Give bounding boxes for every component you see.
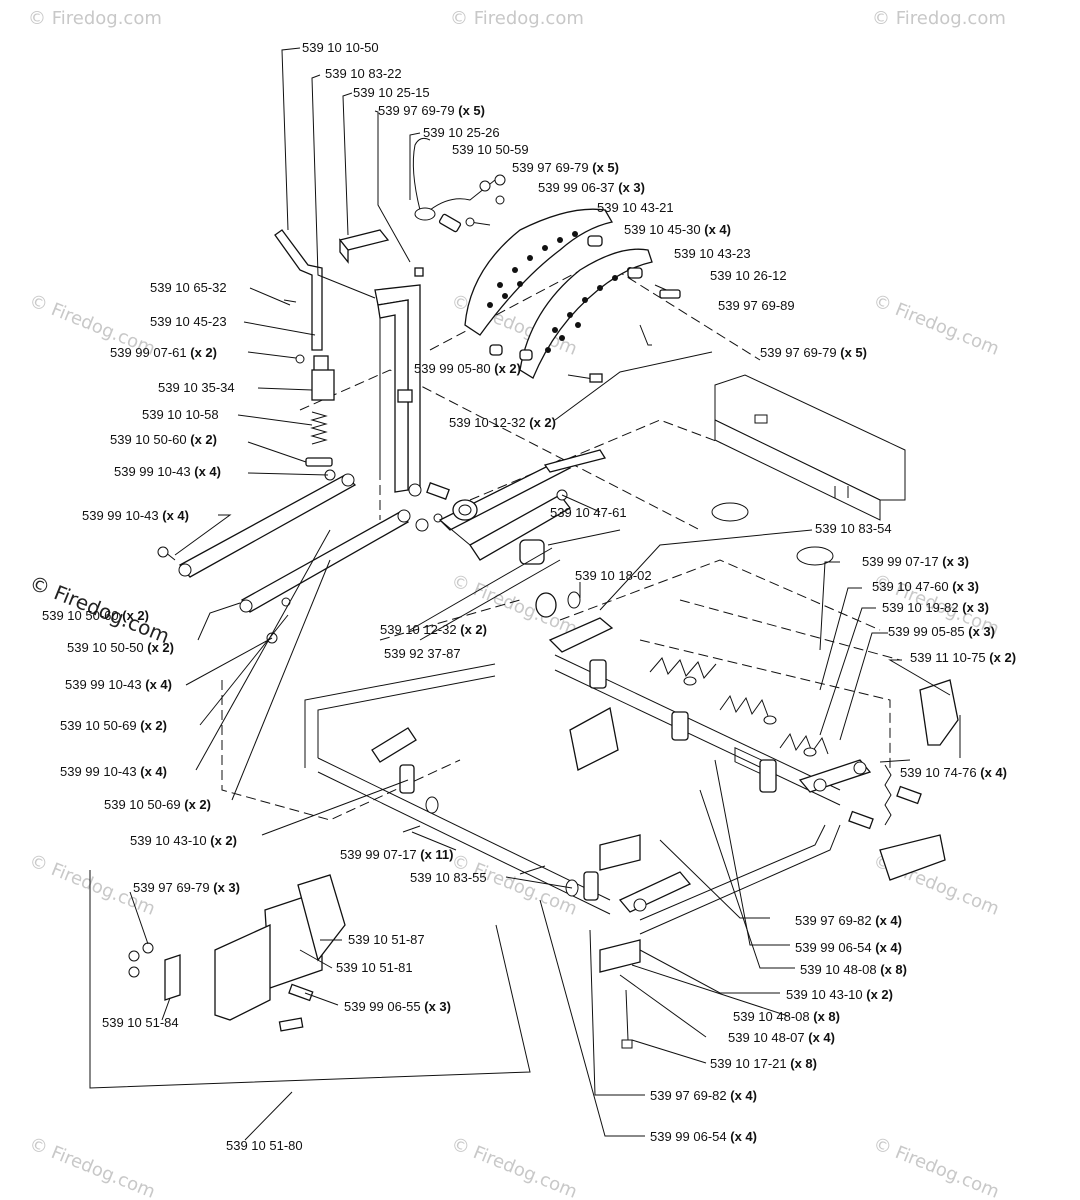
callout-label: 539 10 10-58	[142, 407, 219, 422]
callout-label: 539 10 35-34	[158, 380, 235, 395]
lower-axle	[304, 663, 841, 935]
callout-label: 539 99 10-43 (x 4)	[65, 677, 172, 692]
callout-label: 539 10 43-10 (x 2)	[130, 833, 237, 848]
callout-label: 539 10 83-54	[815, 521, 892, 536]
callout-label: 539 10 50-50 (x 2)	[67, 640, 174, 655]
callout-label: 539 10 50-60 (x 2)	[42, 608, 149, 623]
watermark: © Firedog.com	[26, 1133, 158, 1200]
callout-label: 539 92 37-87	[384, 646, 461, 661]
deck-height-plates	[464, 208, 681, 383]
callout-label: 539 10 51-80	[226, 1138, 303, 1153]
callout-label: 539 99 07-17 (x 11)	[340, 847, 454, 862]
callout-label: 539 97 69-79 (x 5)	[378, 103, 485, 118]
callout-labels: 539 10 10-50 539 10 83-22 539 10 25-15 5…	[42, 40, 1016, 1153]
callout-label: 539 97 69-79 (x 5)	[512, 160, 619, 175]
watermark: © Firedog.com	[870, 1133, 1002, 1200]
callout-label: 539 97 69-79 (x 3)	[133, 880, 240, 895]
callout-label: 539 10 83-22	[325, 66, 402, 81]
callout-label: 539 99 07-61 (x 2)	[110, 345, 217, 360]
callout-label: 539 10 17-21 (x 8)	[710, 1056, 817, 1071]
callout-label: 539 99 06-37 (x 3)	[538, 180, 645, 195]
chassis-frame	[711, 374, 906, 776]
callout-label: 539 97 69-82 (x 4)	[795, 913, 902, 928]
callout-label: 539 10 50-59	[452, 142, 529, 157]
spring-assembly	[535, 591, 872, 806]
callout-label: 539 99 06-55 (x 3)	[344, 999, 451, 1014]
callout-label: 539 99 06-54 (x 4)	[650, 1129, 757, 1144]
callout-label: 539 10 48-08 (x 8)	[733, 1009, 840, 1024]
callout-label: 539 10 51-87	[348, 932, 425, 947]
callout-label: 539 10 45-30 (x 4)	[624, 222, 731, 237]
callout-label: 539 10 47-61	[550, 505, 627, 520]
linkage-bars	[157, 473, 443, 644]
shift-lever	[274, 229, 336, 481]
callout-label: 539 10 25-15	[353, 85, 430, 100]
callout-label: 539 99 07-17 (x 3)	[862, 554, 969, 569]
callout-label: 539 10 48-08 (x 8)	[800, 962, 907, 977]
callout-label: 539 10 26-12	[710, 268, 787, 283]
callout-label: 539 10 12-32 (x 2)	[380, 622, 487, 637]
callout-label: 539 10 51-81	[336, 960, 413, 975]
watermark: © Firedog.com	[872, 8, 1006, 29]
lower-brackets	[569, 679, 961, 1049]
callout-label: 539 10 19-82 (x 3)	[882, 600, 989, 615]
pedal-bracket	[338, 229, 450, 520]
callout-label: 539 10 18-02	[575, 568, 652, 583]
callout-label: 539 10 25-26	[423, 125, 500, 140]
callout-label: 539 10 48-07 (x 4)	[728, 1030, 835, 1045]
callout-label: 539 10 74-76 (x 4)	[900, 765, 1007, 780]
callout-label: 539 10 43-23	[674, 246, 751, 261]
callout-label: 539 97 69-79 (x 5)	[760, 345, 867, 360]
callout-label: 539 97 69-82 (x 4)	[650, 1088, 757, 1103]
center-bracket	[409, 449, 607, 641]
watermark: © Firedog.com	[28, 8, 162, 29]
watermark: © Firedog.com	[450, 8, 584, 29]
callout-label: 539 10 50-69 (x 2)	[60, 718, 167, 733]
callout-label: 539 10 51-84	[102, 1015, 179, 1030]
callout-label: 539 99 05-80 (x 2)	[414, 361, 521, 376]
callout-label: 539 99 10-43 (x 4)	[114, 464, 221, 479]
cable-and-pin	[412, 137, 506, 277]
callout-label: 539 11 10-75 (x 2)	[910, 650, 1016, 665]
callout-label: 539 10 12-32 (x 2)	[449, 415, 556, 430]
watermark: © Firedog.com	[870, 290, 1002, 360]
callout-label: 539 10 65-32	[150, 280, 227, 295]
callout-label: 539 97 69-89	[718, 298, 795, 313]
callout-label: 539 10 50-69 (x 2)	[104, 797, 211, 812]
callout-label: 539 99 10-43 (x 4)	[82, 508, 189, 523]
callout-label: 539 10 43-10 (x 2)	[786, 987, 893, 1002]
callout-label: 539 99 06-54 (x 4)	[795, 940, 902, 955]
leader-lines	[129, 47, 951, 1141]
callout-label: 539 99 05-85 (x 3)	[888, 624, 995, 639]
inset-assembly	[89, 870, 531, 1089]
callout-label: 539 10 43-21	[597, 200, 674, 215]
callout-label: 539 10 10-50	[302, 40, 379, 55]
callout-label: 539 10 45-23	[150, 314, 227, 329]
callout-label: 539 10 83-55	[410, 870, 487, 885]
callout-label: 539 99 10-43 (x 4)	[60, 764, 167, 779]
callout-label: 539 10 47-60 (x 3)	[872, 579, 979, 594]
callout-label: 539 10 50-60 (x 2)	[110, 432, 217, 447]
watermark: © Firedog.com	[448, 1133, 580, 1200]
